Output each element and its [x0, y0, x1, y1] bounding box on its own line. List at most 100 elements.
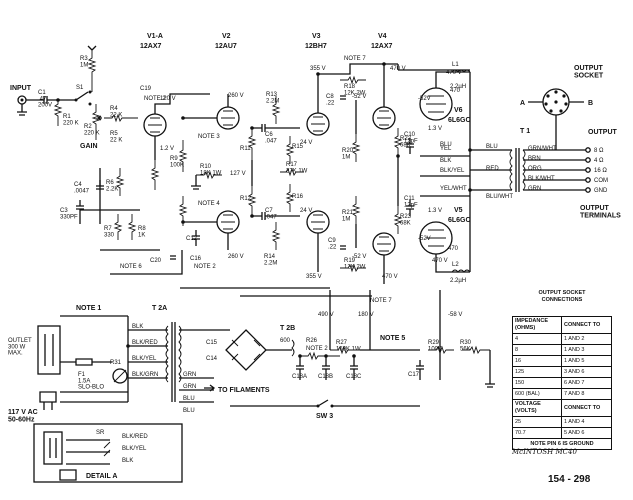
detail-blk-red: BLK/RED [122, 434, 148, 440]
v470d-label: 470 V [432, 258, 448, 264]
c18a-label: C18A [292, 374, 307, 380]
input-jack [17, 95, 27, 116]
r16-label: R16 [292, 194, 304, 200]
note7-b: NOTE 7 [370, 298, 392, 304]
table-cell: 4 [512, 333, 562, 345]
wire-blk-wht: BLK/WHT [528, 176, 555, 182]
table-cell: 150 [512, 377, 562, 389]
wire-blk-p1: BLK [132, 324, 143, 330]
t2a-label: T 2A [152, 305, 167, 312]
s1-switch[interactable] [74, 90, 92, 106]
sw3-switch[interactable] [230, 399, 420, 408]
signature: McINTOSH MC40 [512, 448, 577, 456]
wire-red-t1: RED [486, 166, 499, 172]
tube-v6-ref: V6 [454, 107, 463, 114]
tap-com-label: COM [594, 178, 608, 184]
v355b-label: 355 V [306, 274, 322, 280]
table-head-voltage: VOLTAGE (VOLTS) [512, 399, 562, 417]
output-tap-com[interactable] [585, 177, 591, 183]
ind1-label: 2.2µH [450, 84, 466, 90]
f1-fuse [60, 358, 112, 366]
output-tap-4[interactable] [585, 157, 591, 163]
wire-blu-t1: BLU [486, 144, 498, 150]
output-socket[interactable] [542, 88, 570, 116]
output-tap-16[interactable] [585, 167, 591, 173]
wire-org: ORG [528, 166, 542, 172]
input-label: INPUT [10, 85, 32, 92]
junction-dots [56, 62, 472, 358]
tube-v3-upper [306, 112, 330, 136]
table-head-impedance: IMPEDANCE (OHMS) [512, 316, 562, 334]
c20-label: C20 [150, 258, 162, 264]
c4-label: C4.0047 [74, 182, 90, 194]
table-cell: 3 AND 6 [561, 366, 612, 378]
tube-v4-type: 12AX7 [371, 43, 393, 50]
wire-blk-grn-p: BLK/GRN [132, 372, 158, 378]
note3-label: NOTE 3 [198, 134, 220, 140]
ind2-label: 2.2µH [450, 278, 466, 284]
c4-capacitor [96, 180, 104, 190]
v470b-label: 470 V [382, 274, 398, 280]
v470c-label: 470 V [446, 70, 462, 76]
table-cell: 70.7 [512, 427, 562, 439]
c6-label: C6.047 [265, 132, 277, 144]
output-tap-gnd[interactable] [585, 187, 591, 193]
c3-capacitor [76, 200, 84, 224]
tap-gnd-label: GND [594, 188, 608, 194]
table-title: OUTPUT SOCKET CONNECTIONS [538, 290, 586, 303]
wire-blu-s2: BLU [183, 408, 195, 414]
table-head-connect2: CONNECT TO [561, 399, 612, 417]
wire-blu-wht: BLU/WHT [486, 194, 513, 200]
socket-pin-b: B [588, 100, 593, 107]
tube-v4-ref: V4 [378, 33, 387, 40]
detail-blk-yel: BLK/YEL [122, 446, 147, 452]
t2b-label: T 2B [280, 325, 295, 332]
table-cell: 1 AND 4 [561, 416, 612, 428]
wire-blu-s1: BLU [183, 396, 195, 402]
sw3-label: SW 3 [316, 413, 333, 420]
outlet[interactable] [37, 325, 61, 375]
tube-v4-upper [372, 106, 396, 130]
sr-label: SR [96, 430, 105, 436]
part-number: 154 - 298 [548, 474, 591, 485]
tube-v1a-ref: V1-A [147, 33, 163, 40]
v52c-label: -52V [418, 96, 431, 102]
res600-label: 600 [280, 338, 291, 344]
table-cell: 1 AND 2 [561, 333, 612, 345]
v58-label: -58 V [448, 312, 462, 318]
v260b-label: 260 V [228, 254, 244, 260]
table-cell: 1 AND 3 [561, 344, 612, 356]
v180-label: 180 V [358, 312, 374, 318]
c18b-label: C18B [318, 374, 333, 380]
ohm470a-label: 470 [450, 88, 461, 94]
tube-v4-lower [372, 232, 396, 256]
to-filaments-label: TO FILAMENTS [218, 387, 270, 394]
v13b-label: 1.3 V [428, 208, 442, 214]
output-tap-8[interactable] [585, 147, 591, 153]
detail-a-label: DETAIL A [86, 473, 117, 480]
s1-label: S1 [76, 85, 84, 91]
r11-label: R11 [240, 146, 251, 152]
wire-grn-t1: GRN [528, 186, 541, 192]
l2-label: L2 [452, 262, 459, 268]
r31-thermistor [112, 368, 128, 384]
table-cell: 7 AND 8 [561, 388, 612, 400]
wire-grn-s1: GRN [183, 372, 196, 378]
table-head-connect1: CONNECT TO [561, 316, 612, 334]
